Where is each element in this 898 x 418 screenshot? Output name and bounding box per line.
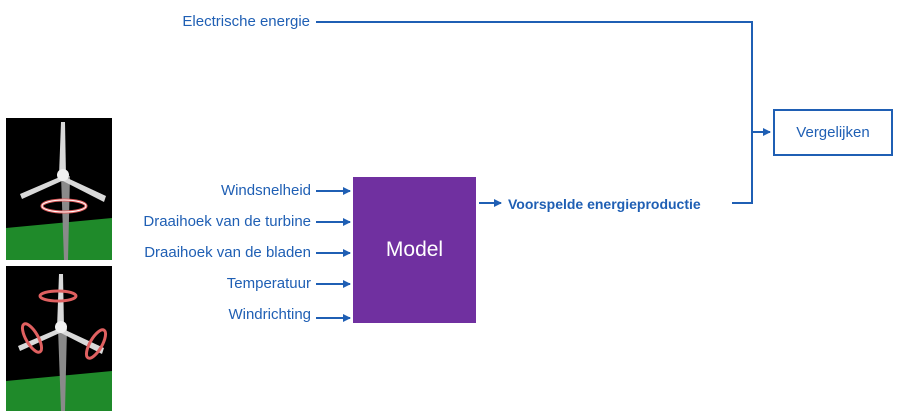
model-label: Model bbox=[385, 238, 444, 261]
label-voorspelde-energieproductie: Voorspelde energieproductie bbox=[508, 196, 701, 212]
wind-turbine-blade-pitch-icon bbox=[6, 266, 112, 411]
compare-label: Vergelijken bbox=[796, 124, 870, 141]
turbine-rotation-illustration bbox=[6, 118, 112, 260]
model-box: Model bbox=[353, 177, 476, 323]
blade-pitch-illustration bbox=[6, 266, 112, 411]
label-windsnelheid: Windsnelheid bbox=[220, 182, 311, 199]
label-windrichting: Windrichting bbox=[228, 306, 311, 323]
compare-box: Vergelijken bbox=[773, 109, 893, 156]
wind-turbine-turbine-rotation-icon bbox=[6, 118, 112, 260]
label-draaihoek-turbine: Draaihoek van de turbine bbox=[143, 213, 311, 230]
energy-to-compare-line bbox=[316, 21, 753, 132]
output-to-compare-line bbox=[732, 128, 771, 204]
label-electrische-energie: Electrische energie bbox=[182, 13, 310, 30]
label-draaihoek-bladen: Draaihoek van de bladen bbox=[144, 244, 311, 261]
label-temperatuur: Temperatuur bbox=[226, 275, 311, 292]
